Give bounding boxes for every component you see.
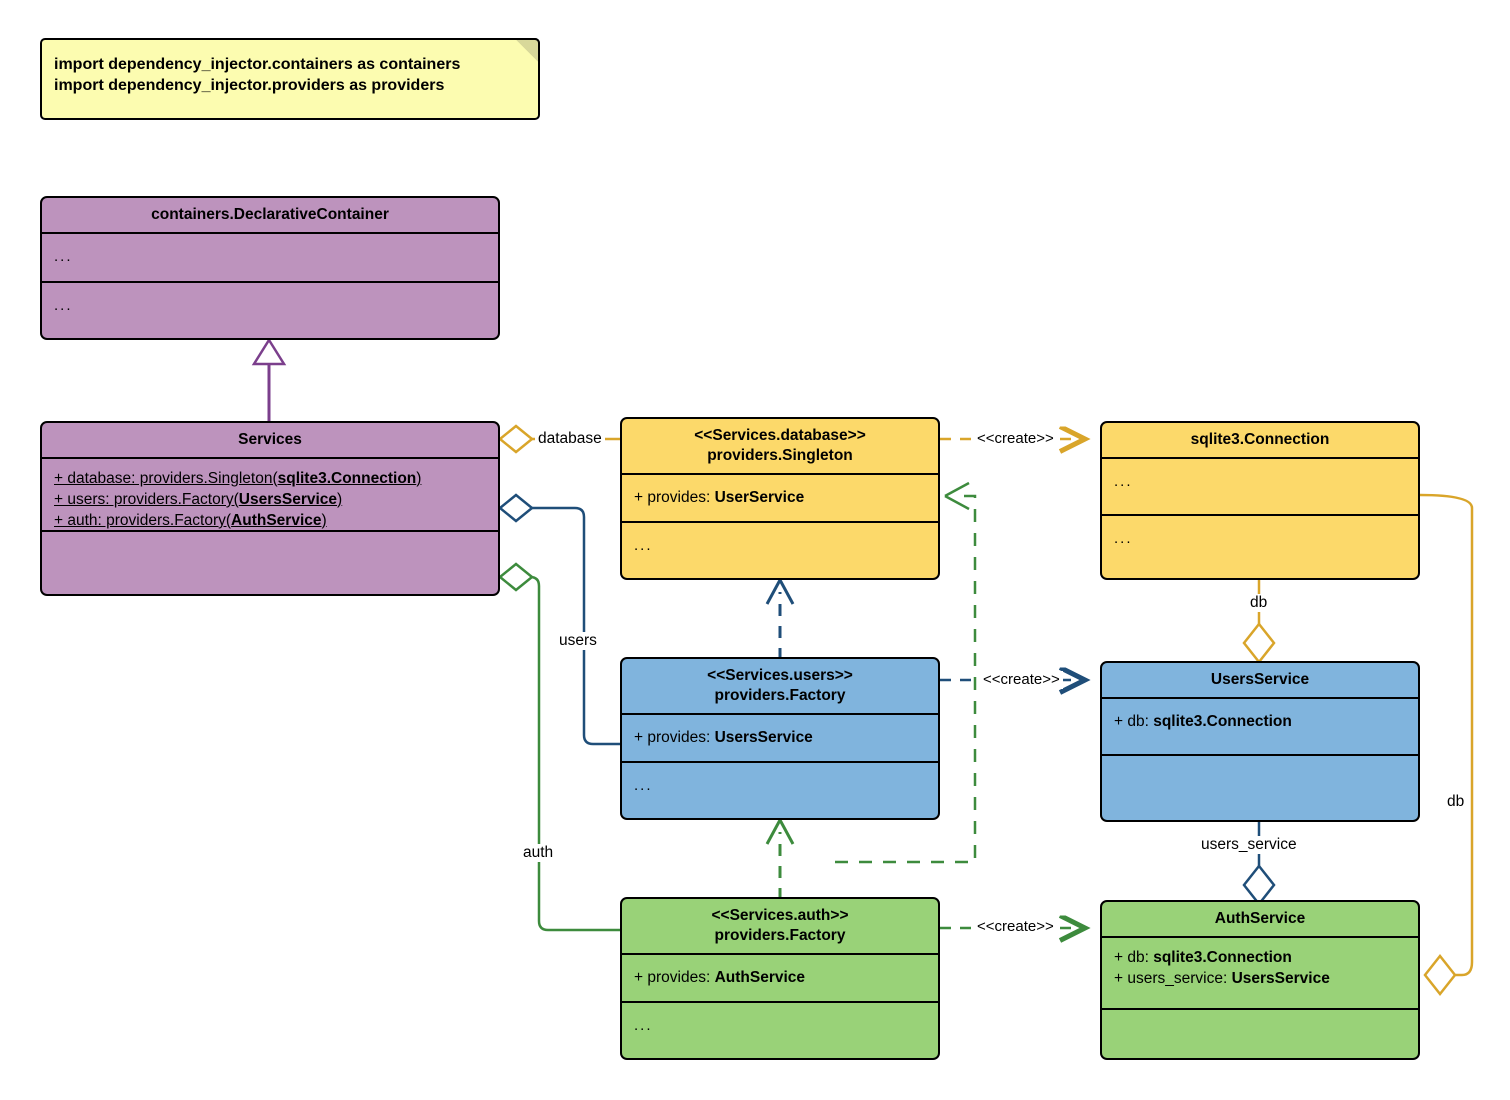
edge-label-users-service: users_service bbox=[1198, 836, 1300, 854]
attributes-auth-provider: + provides: AuthService bbox=[622, 955, 938, 1003]
class-auth-provider[interactable]: <<Services.auth>> providers.Factory + pr… bbox=[620, 897, 940, 1060]
attribute-prefix: + provides: bbox=[634, 729, 715, 746]
edge-db-users-service bbox=[1242, 580, 1276, 665]
edge-label-auth: auth bbox=[520, 844, 557, 862]
edge-label-create-users: <<create>> bbox=[980, 671, 1063, 689]
edge-label-database: database bbox=[535, 430, 605, 448]
attributes-services: + database: providers.Singleton(sqlite3.… bbox=[42, 459, 498, 532]
class-title-users-provider: <<Services.users>> providers.Factory bbox=[622, 659, 938, 715]
class-users-provider[interactable]: <<Services.users>> providers.Factory + p… bbox=[620, 657, 940, 820]
attribute-prefix: + provides: bbox=[634, 969, 715, 986]
edge-label-db-users-service: db bbox=[1247, 594, 1271, 612]
attributes-auth-service: + db: sqlite3.Connection + users_service… bbox=[1102, 938, 1418, 1010]
class-title-auth-provider: <<Services.auth>> providers.Factory bbox=[622, 899, 938, 955]
edge-services-users bbox=[498, 493, 620, 746]
attribute-value: AuthService bbox=[714, 969, 806, 986]
attribute-row: + auth: providers.Factory(AuthService) bbox=[54, 512, 327, 529]
stereotype-database-provider: <<Services.database>> bbox=[694, 427, 866, 444]
edge-services-auth bbox=[498, 562, 620, 932]
class-title-database-provider: <<Services.database>> providers.Singleto… bbox=[622, 419, 938, 475]
methods-users-provider: ... bbox=[634, 777, 653, 794]
class-title-auth-service: AuthService bbox=[1102, 902, 1418, 938]
class-title-declarative-container: containers.DeclarativeContainer bbox=[42, 198, 498, 234]
import-note: import dependency_injector.containers as… bbox=[40, 38, 540, 120]
class-declarative-container[interactable]: containers.DeclarativeContainer ... ... bbox=[40, 196, 500, 340]
class-services[interactable]: Services + database: providers.Singleton… bbox=[40, 421, 500, 596]
stereotype-auth-provider: <<Services.auth>> bbox=[711, 907, 849, 924]
note-folded-corner-icon bbox=[516, 38, 540, 62]
edge-label-db-auth-service: db bbox=[1444, 793, 1468, 811]
class-title-services: Services bbox=[42, 423, 498, 459]
attributes-sqlite-connection: ... bbox=[1102, 459, 1418, 516]
attribute-value: UsersService bbox=[714, 729, 813, 746]
attribute-row: + database: providers.Singleton(sqlite3.… bbox=[54, 470, 422, 487]
methods-declarative-container: ... bbox=[54, 297, 73, 314]
edge-dependency-auth-to-users bbox=[765, 819, 795, 900]
class-name-users-provider: providers.Factory bbox=[714, 687, 846, 704]
class-sqlite-connection[interactable]: sqlite3.Connection ... ... bbox=[1100, 421, 1420, 580]
note-line-2: import dependency_injector.providers as … bbox=[54, 77, 445, 94]
edge-users-service-auth-service bbox=[1242, 822, 1276, 907]
methods-auth-provider: ... bbox=[634, 1017, 653, 1034]
methods-sqlite-connection: ... bbox=[1114, 530, 1133, 547]
class-title-users-service: UsersService bbox=[1102, 663, 1418, 699]
attributes-declarative-container: ... bbox=[42, 234, 498, 283]
attribute-row: + db: sqlite3.Connection bbox=[1114, 713, 1292, 730]
note-line-1: import dependency_injector.containers as… bbox=[54, 56, 461, 73]
edge-label-create-database: <<create>> bbox=[974, 430, 1057, 448]
stereotype-users-provider: <<Services.users>> bbox=[707, 667, 853, 684]
methods-auth-service bbox=[1102, 1010, 1418, 1043]
class-auth-service[interactable]: AuthService + db: sqlite3.Connection + u… bbox=[1100, 900, 1420, 1060]
edge-label-create-auth: <<create>> bbox=[974, 918, 1057, 936]
attribute-row: + users: providers.Factory(UsersService) bbox=[54, 491, 343, 508]
attributes-users-provider: + provides: UsersService bbox=[622, 715, 938, 763]
attributes-database-provider: + provides: UserService bbox=[622, 475, 938, 523]
attribute-value: UserService bbox=[714, 489, 805, 506]
class-name-database-provider: providers.Singleton bbox=[707, 447, 853, 464]
class-database-provider[interactable]: <<Services.database>> providers.Singleto… bbox=[620, 417, 940, 580]
class-name-auth-provider: providers.Factory bbox=[714, 927, 846, 944]
methods-database-provider: ... bbox=[634, 537, 653, 554]
attributes-users-service: + db: sqlite3.Connection bbox=[1102, 699, 1418, 756]
class-title-sqlite-connection: sqlite3.Connection bbox=[1102, 423, 1418, 459]
class-users-service[interactable]: UsersService + db: sqlite3.Connection bbox=[1100, 661, 1420, 822]
attribute-row: + users_service: UsersService bbox=[1114, 970, 1330, 987]
edge-generalization-services-container bbox=[251, 337, 287, 421]
edge-db-auth-service bbox=[1419, 493, 1474, 997]
edge-dependency-users-to-database bbox=[765, 579, 795, 660]
attribute-row: + db: sqlite3.Connection bbox=[1114, 949, 1292, 966]
edge-label-users: users bbox=[556, 632, 600, 650]
methods-services bbox=[42, 532, 498, 564]
attribute-prefix: + provides: bbox=[634, 489, 715, 506]
methods-users-service bbox=[1102, 756, 1418, 813]
